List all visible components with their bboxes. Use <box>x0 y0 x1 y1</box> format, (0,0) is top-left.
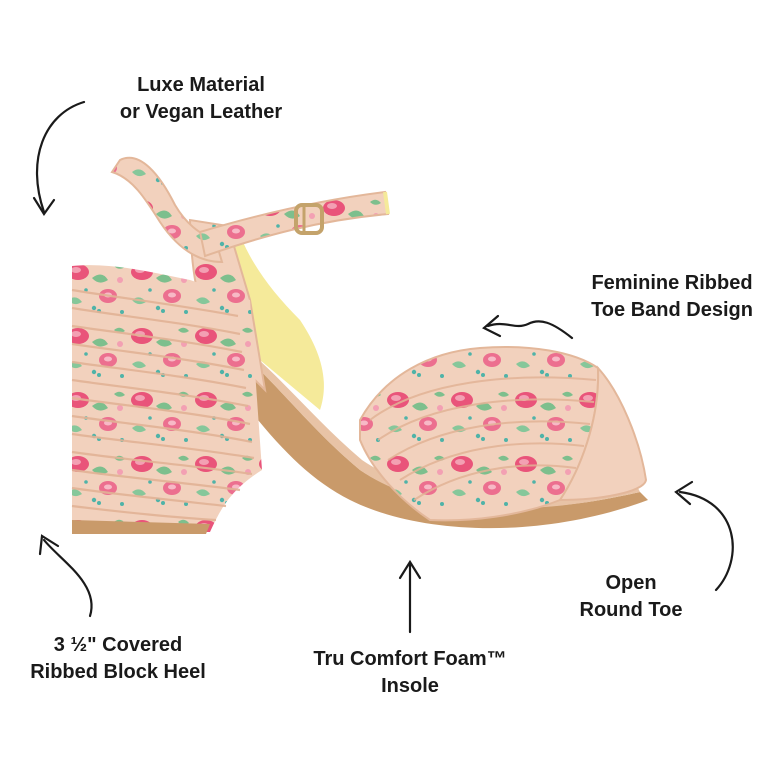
callout-heel-line-1: 3 ½" Covered <box>53 634 183 656</box>
arrow-insole-head <box>398 559 422 580</box>
callout-arrows <box>32 100 734 634</box>
callout-heel-line-2: Ribbed Block Heel <box>30 661 206 683</box>
callout-toe-band: Feminine Ribbed Toe Band Design <box>572 270 770 324</box>
sole <box>196 318 648 529</box>
callout-open-toe-line-2: Round Toe <box>579 599 683 621</box>
callout-insole-line-1: Tru Comfort Foam™ <box>313 648 507 670</box>
callout-insole: Tru Comfort Foam™ Insole <box>290 646 530 700</box>
callout-heel: 3 ½" Covered Ribbed Block Heel <box>8 632 228 686</box>
arrow-material <box>36 100 86 214</box>
block-heel <box>71 265 262 534</box>
arrow-toe-band-head <box>482 314 502 338</box>
buckle <box>294 203 324 235</box>
arrow-open-toe-head <box>674 480 694 506</box>
arrow-heel <box>42 538 93 618</box>
arrow-toe-band <box>486 320 574 340</box>
callout-insole-line-2: Insole <box>381 675 439 697</box>
callout-material: Luxe Material or Vegan Leather <box>96 72 306 126</box>
callout-toe-band-line-2: Toe Band Design <box>591 299 753 321</box>
ankle-strap <box>110 156 390 264</box>
callout-material-line-1: Luxe Material <box>137 74 265 96</box>
arrow-open-toe <box>678 490 734 592</box>
callout-material-line-2: or Vegan Leather <box>119 101 283 123</box>
arrow-heel-head <box>38 534 60 556</box>
callout-open-toe: Open Round Toe <box>556 570 706 624</box>
callout-toe-band-line-1: Feminine Ribbed <box>591 272 753 294</box>
arrow-material-head <box>32 196 56 216</box>
toe-band <box>359 345 648 522</box>
callout-open-toe-line-1: Open <box>605 572 657 594</box>
